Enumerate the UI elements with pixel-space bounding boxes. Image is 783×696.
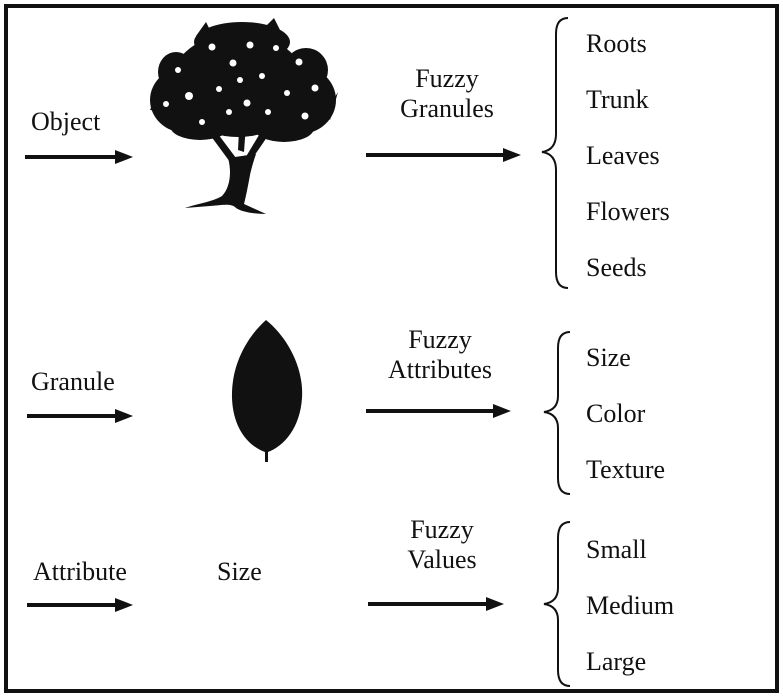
value-item: Large — [586, 649, 646, 675]
value-item: Medium — [586, 593, 674, 619]
value-item: Small — [586, 537, 647, 563]
